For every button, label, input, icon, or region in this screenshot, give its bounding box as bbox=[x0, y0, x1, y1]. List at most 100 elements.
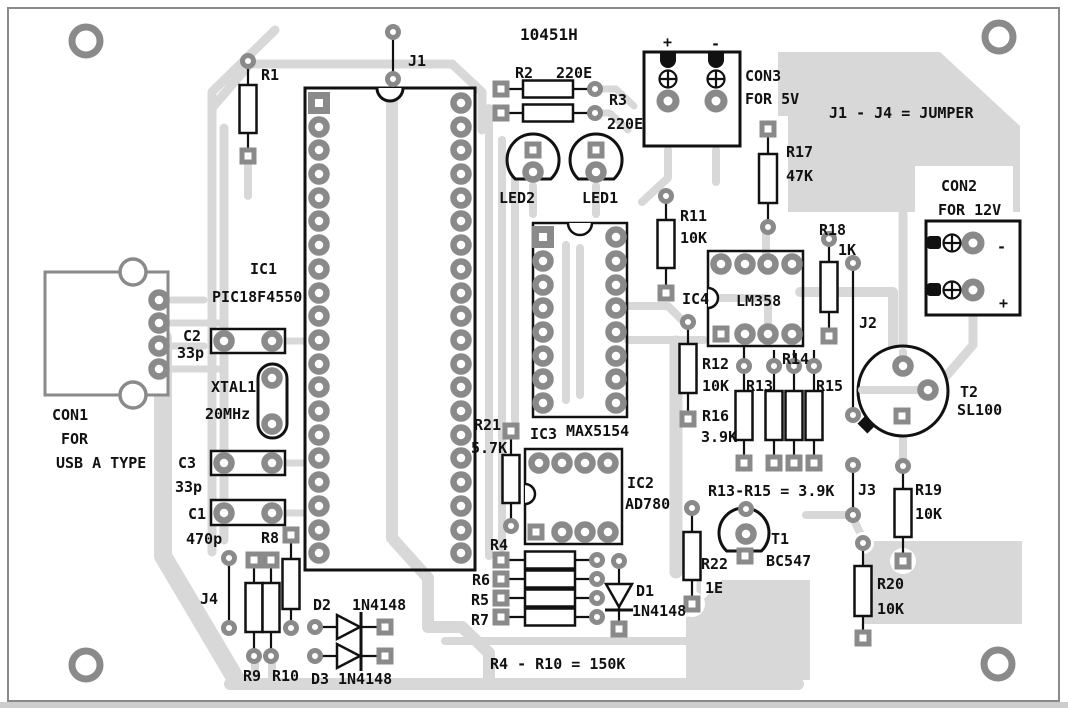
jumper-j3 bbox=[848, 460, 859, 521]
resistor-r1 bbox=[238, 56, 258, 165]
capacitor-c2 bbox=[209, 327, 287, 355]
ic3-socket-max5154 bbox=[531, 221, 629, 419]
label-ic3: IC3 bbox=[530, 425, 557, 443]
resistor-r18 bbox=[819, 234, 839, 345]
label-r11-value: 10K bbox=[680, 229, 707, 247]
label-con1-line3: USB A TYPE bbox=[56, 454, 146, 472]
label-r18: R18 bbox=[819, 221, 846, 239]
jumper-j2 bbox=[848, 258, 859, 421]
resistor-r22 bbox=[682, 503, 702, 613]
note-r13-r15: R13-R15 = 3.9K bbox=[708, 482, 834, 500]
label-c1: C1 bbox=[188, 505, 206, 523]
label-r7: R7 bbox=[471, 611, 489, 629]
label-led2: LED2 bbox=[499, 189, 535, 207]
resistor-r4 bbox=[492, 550, 603, 570]
label-ic4-value: LM358 bbox=[736, 292, 781, 310]
label-c2: C2 bbox=[183, 327, 201, 345]
resistor-r3 bbox=[492, 103, 601, 123]
led2 bbox=[505, 132, 561, 179]
diode-d1 bbox=[603, 556, 635, 638]
label-xtal1: XTAL1 bbox=[211, 378, 256, 396]
label-r22-value: 1E bbox=[705, 579, 723, 597]
label-r13: R13 bbox=[746, 377, 773, 395]
label-ic3-value: MAX5154 bbox=[566, 422, 629, 440]
label-r16: R16 bbox=[702, 407, 729, 425]
label-con2-plus: + bbox=[999, 294, 1008, 312]
resistor-r19 bbox=[893, 461, 913, 570]
connector-con3 bbox=[642, 50, 742, 148]
resistor-r7 bbox=[492, 607, 603, 627]
label-r2: R2 bbox=[515, 64, 533, 82]
label-r21: R21 bbox=[474, 416, 501, 434]
transistor-t1-bc547 bbox=[717, 504, 771, 565]
ic4-lm358 bbox=[706, 249, 805, 348]
resistor-group-r13-r16 bbox=[734, 346, 824, 472]
connector-con1-usb bbox=[43, 257, 168, 410]
diode-d3 bbox=[310, 641, 394, 671]
label-con2-subtitle: FOR 12V bbox=[938, 201, 1001, 219]
mounting-hole bbox=[984, 650, 1012, 678]
label-c2-value: 33p bbox=[177, 344, 204, 362]
label-r22: R22 bbox=[701, 555, 728, 573]
label-r3-value: 220E bbox=[607, 115, 643, 133]
label-r10: R10 bbox=[272, 667, 299, 685]
label-t1-value: BC547 bbox=[766, 552, 811, 570]
label-r17: R17 bbox=[786, 143, 813, 161]
resistor-r10 bbox=[261, 551, 281, 662]
resistor-r6 bbox=[492, 569, 603, 589]
label-con3-plus: + bbox=[663, 33, 672, 51]
resistor-r20 bbox=[853, 538, 873, 647]
resistor-r17 bbox=[757, 120, 779, 233]
label-ic2: IC2 bbox=[627, 474, 654, 492]
label-j1: J1 bbox=[408, 52, 426, 70]
label-r12-value: 10K bbox=[702, 377, 729, 395]
label-r15: R15 bbox=[816, 377, 843, 395]
label-r21-value: 5.7K bbox=[471, 439, 507, 457]
label-j3: J3 bbox=[858, 481, 876, 499]
label-c1-value: 470p bbox=[186, 530, 222, 548]
capacitor-c1 bbox=[209, 498, 287, 527]
label-c3-value: 33p bbox=[175, 478, 202, 496]
label-con3-subtitle: FOR 5V bbox=[745, 90, 799, 108]
label-r8: R8 bbox=[261, 529, 279, 547]
connector-con2 bbox=[924, 219, 1022, 317]
label-con2: CON2 bbox=[941, 177, 977, 195]
label-j2: J2 bbox=[859, 314, 877, 332]
silkscreen-labels: 10451H J1 R1 R2 220E R3 220E LED2 LED1 +… bbox=[52, 25, 1008, 688]
label-r19-value: 10K bbox=[915, 505, 942, 523]
ic2-ad780 bbox=[523, 447, 624, 546]
label-r19: R19 bbox=[915, 481, 942, 499]
label-con3-minus: - bbox=[711, 35, 720, 53]
mounting-hole bbox=[72, 27, 100, 55]
label-c3: C3 bbox=[178, 454, 196, 472]
label-r17-value: 47K bbox=[786, 167, 813, 185]
label-con2-minus: - bbox=[997, 238, 1006, 256]
diode-d2 bbox=[310, 612, 394, 642]
label-t1: T1 bbox=[771, 530, 789, 548]
copper-pours bbox=[686, 52, 1022, 680]
label-r11: R11 bbox=[680, 207, 707, 225]
label-con3: CON3 bbox=[745, 67, 781, 85]
resistor-r21 bbox=[501, 422, 521, 532]
label-j4: J4 bbox=[200, 590, 218, 608]
label-d3-value: 1N4148 bbox=[338, 670, 392, 688]
label-r12: R12 bbox=[702, 355, 729, 373]
label-r2-value: 220E bbox=[556, 64, 592, 82]
led1 bbox=[568, 132, 624, 179]
bottom-edge-strip bbox=[0, 702, 1068, 708]
label-r5: R5 bbox=[471, 591, 489, 609]
note-jumpers: J1 - J4 = JUMPER bbox=[829, 104, 974, 122]
label-r3: R3 bbox=[609, 91, 627, 109]
jumper-j1 bbox=[388, 27, 399, 85]
resistor-r12 bbox=[678, 317, 698, 428]
label-r16-value: 3.9K bbox=[701, 428, 737, 446]
mounting-hole bbox=[72, 651, 100, 679]
label-r9: R9 bbox=[243, 667, 261, 685]
label-d2-value: 1N4148 bbox=[352, 596, 406, 614]
label-r1: R1 bbox=[261, 66, 279, 84]
label-ic2-value: AD780 bbox=[625, 495, 670, 513]
resistor-r11 bbox=[656, 191, 676, 302]
label-r14: R14 bbox=[782, 350, 809, 368]
label-d1: D1 bbox=[636, 582, 654, 600]
